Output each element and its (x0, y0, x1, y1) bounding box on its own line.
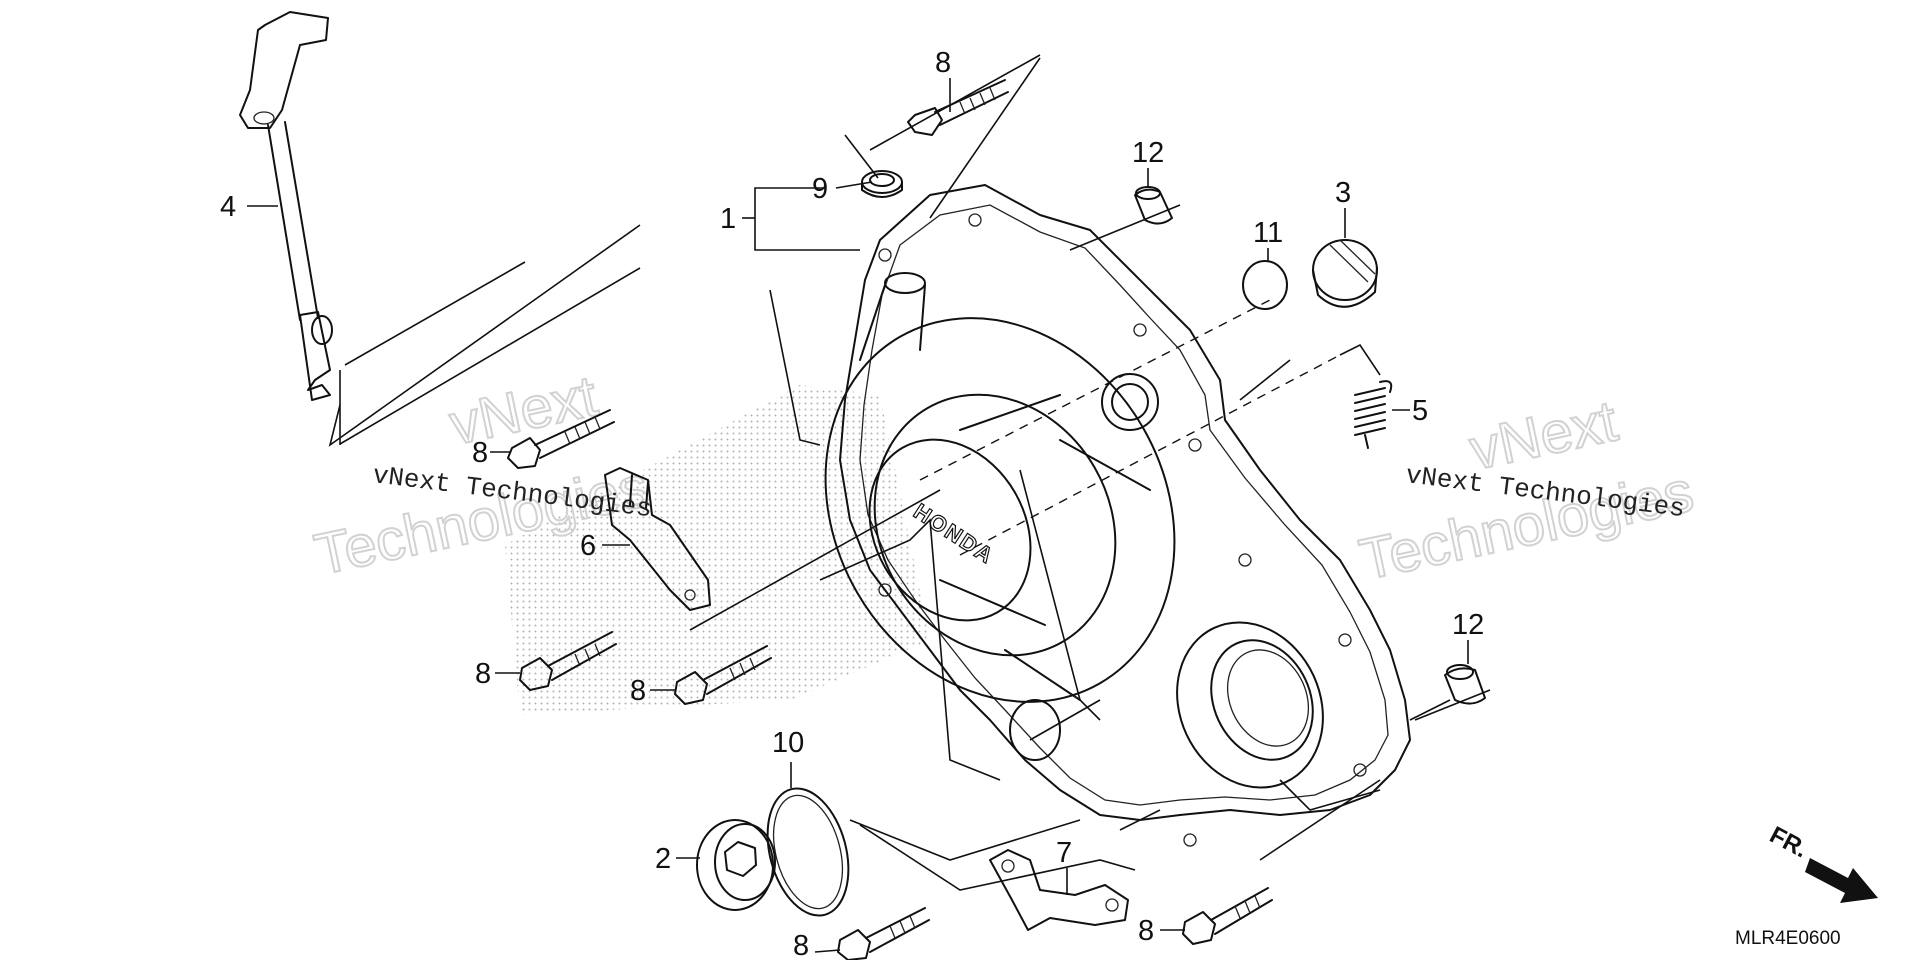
o-ring-10 (766, 787, 850, 917)
stipple-shading (505, 385, 930, 715)
o-ring-11 (1242, 260, 1288, 310)
callout-6: 6 (580, 530, 596, 562)
callout-8-left-upper: 8 (472, 437, 488, 469)
front-direction-indicator: FR. (1765, 821, 1878, 903)
spring-5 (1354, 380, 1393, 449)
bolt-left-upper (507, 409, 615, 469)
callout-8-bottom-right: 8 (1138, 915, 1154, 947)
callout-3: 3 (1335, 177, 1351, 209)
callout-10: 10 (772, 727, 804, 759)
watermark-word-vnext-right: vNext (1464, 388, 1623, 482)
callout-8-top: 8 (935, 47, 951, 79)
dowel-pin-upper (1134, 186, 1173, 225)
callout-7: 7 (1056, 837, 1072, 869)
callout-9: 9 (812, 173, 828, 205)
callout-12-upper: 12 (1132, 137, 1164, 169)
fr-arrow-icon (1805, 858, 1878, 903)
bolt-bottom-right (1182, 887, 1273, 945)
o-ring-10-inner (772, 794, 844, 910)
shift-rod (239, 11, 333, 401)
oil-filler-cap (1312, 239, 1378, 308)
callouts: 8 9 1 12 3 11 5 4 8 6 8 8 2 10 7 8 12 8 (220, 47, 1484, 960)
bolt-bottom-left (837, 907, 930, 960)
bolt-top (907, 79, 1009, 136)
diagram-code: MLR4E0600 (1735, 928, 1841, 949)
oil-seal-9 (861, 170, 903, 198)
bracket-6 (604, 467, 711, 611)
cap-plug-2 (696, 819, 776, 911)
dowel-pin-lower (1444, 664, 1486, 705)
callout-2: 2 (655, 843, 671, 875)
fr-label: FR. (1765, 821, 1812, 863)
bracket-7 (989, 849, 1129, 931)
assembly-lines (328, 54, 1491, 891)
callout-5: 5 (1412, 395, 1428, 427)
watermark-word-vnext-left: vNext (444, 363, 603, 457)
callout-12-lower: 12 (1452, 609, 1484, 641)
callout-leaders (247, 78, 1469, 953)
callout-8-bottom-left: 8 (793, 930, 809, 960)
callout-11: 11 (1253, 217, 1283, 249)
bolt-center-middle (674, 645, 772, 705)
cover-logo: HONDA (909, 499, 999, 569)
callout-8-left-middle: 8 (475, 658, 491, 690)
callout-8-center-middle: 8 (630, 675, 646, 707)
callout-1: 1 (720, 203, 736, 235)
callout-4: 4 (220, 191, 236, 223)
cover-bolt-holes (878, 213, 1367, 847)
bolt-left-middle (519, 631, 617, 691)
